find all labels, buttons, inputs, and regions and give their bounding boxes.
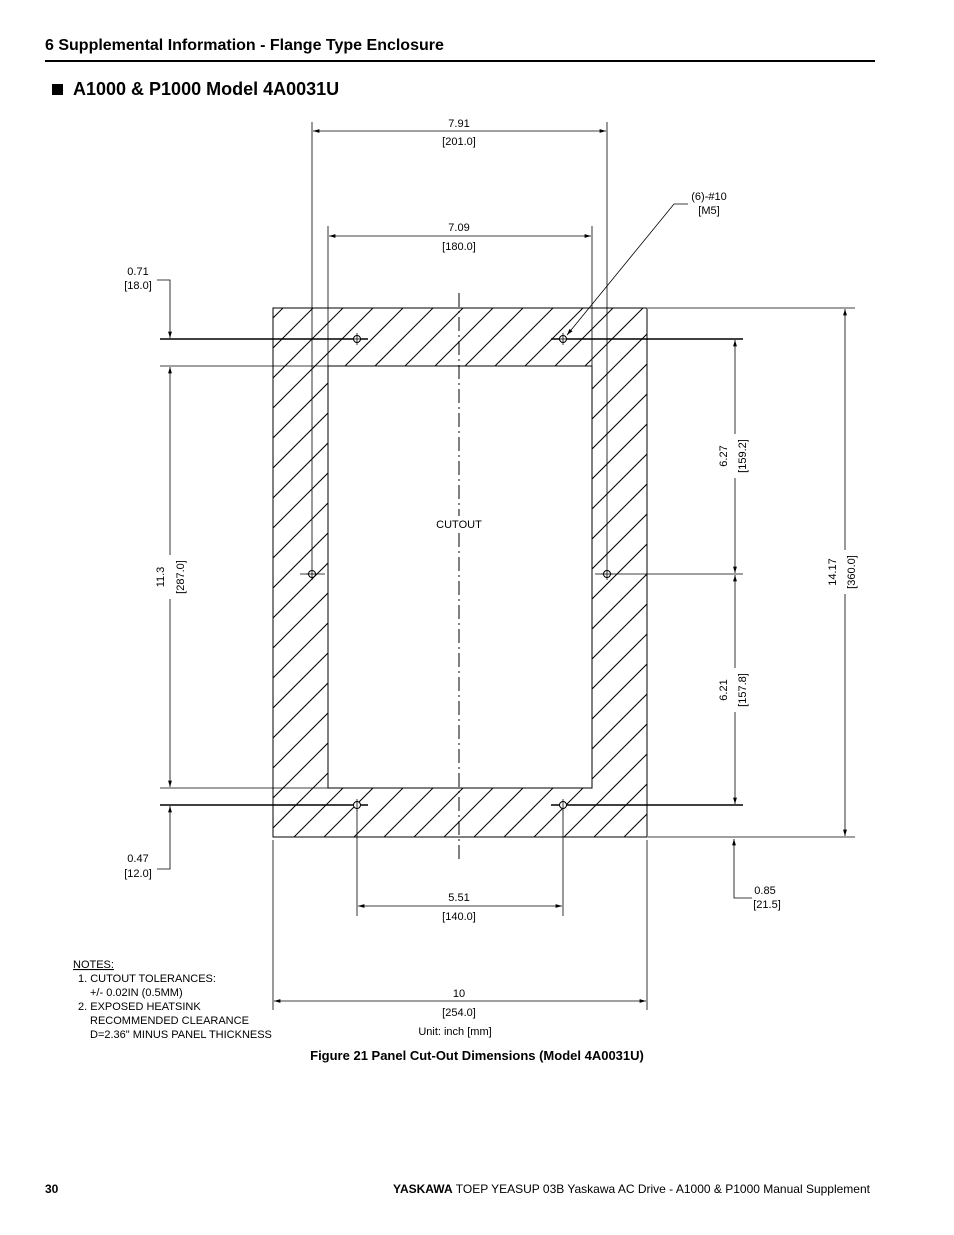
section-header: 6 Supplemental Information - Flange Type…	[45, 37, 444, 54]
screw-callout-2: [M5]	[698, 205, 719, 217]
cutout-outline	[327, 365, 593, 789]
outer-outline	[272, 307, 648, 838]
dim-left-bottom: 0.47	[127, 853, 148, 865]
notes-heading: NOTES:	[73, 959, 114, 971]
dim-right-total-mm: [360.0]	[846, 555, 858, 589]
hatch-line	[273, 308, 402, 837]
dim-top-outer-mm: [201.0]	[442, 136, 476, 148]
page-number: 30	[45, 1182, 59, 1196]
footer-brand: YASKAWA	[393, 1182, 453, 1196]
dim-right-upper: 6.27	[718, 445, 730, 466]
dim-left-top-mm: [18.0]	[124, 280, 152, 292]
hatch-line	[273, 308, 522, 837]
hatch-line	[273, 308, 492, 837]
dim-right-total: 14.17	[827, 558, 839, 586]
dim-top-inner: 7.09	[448, 222, 469, 234]
dim-top-inner-mm: [180.0]	[442, 241, 476, 253]
cutout-label: CUTOUT	[436, 519, 482, 531]
notes-block: NOTES: 1. CUTOUT TOLERANCES: +/- 0.02IN …	[73, 959, 272, 1041]
dim-right-lower-mm: [157.8]	[737, 673, 749, 707]
hatch-line	[470, 308, 647, 837]
dim-left-height: 11.3	[155, 567, 167, 588]
dim-right-upper-mm: [159.2]	[737, 439, 749, 473]
hatch-line	[560, 308, 647, 837]
hatch-line	[440, 308, 647, 837]
header-rule	[45, 60, 875, 62]
screw-callout-1: (6)-#10	[691, 191, 726, 203]
dim-bottom-total-mm: [254.0]	[442, 1007, 476, 1019]
hatch-line	[500, 308, 647, 837]
dim-bottom-holes-mm: [140.0]	[442, 911, 476, 923]
hatch-line	[273, 308, 612, 837]
model-heading-text: A1000 & P1000 Model 4A0031U	[73, 79, 340, 99]
dim-bottom-holes: 5.51	[448, 892, 469, 904]
figure-caption: Figure 21 Panel Cut-Out Dimensions (Mode…	[310, 1048, 644, 1063]
dim-left-bottom-mm: [12.0]	[124, 868, 152, 880]
hatch-line	[320, 308, 647, 837]
note-line: RECOMMENDED CLEARANCE	[90, 1015, 249, 1027]
dim-left-top: 0.71	[127, 266, 148, 278]
note-line: D=2.36" MINUS PANEL THICKNESS	[90, 1029, 272, 1041]
unit-label: Unit: inch [mm]	[418, 1026, 491, 1038]
hatch-line	[620, 308, 647, 837]
dim-top-outer: 7.91	[448, 118, 469, 130]
hatch-line	[410, 308, 647, 837]
dim-right-lower: 6.21	[718, 679, 730, 700]
note-line: 2. EXPOSED HEATSINK	[78, 1001, 201, 1013]
hatch-line	[273, 308, 462, 837]
dim-right-bottom: 0.85	[754, 885, 775, 897]
dim-left-height-mm: [287.0]	[175, 560, 187, 594]
model-heading: A1000 & P1000 Model 4A0031U	[52, 79, 339, 100]
hatch-line	[273, 308, 582, 837]
note-line: 1. CUTOUT TOLERANCES:	[78, 973, 216, 985]
footer-doc-title: YASKAWA TOEP YEASUP 03B Yaskawa AC Drive…	[393, 1182, 870, 1196]
hatch-line	[273, 308, 642, 837]
hatch-line	[380, 308, 647, 837]
footer-doc-text: TOEP YEASUP 03B Yaskawa AC Drive - A1000…	[452, 1182, 870, 1196]
hatch-line	[530, 308, 647, 837]
square-bullet-icon	[52, 84, 63, 95]
hatch-line	[273, 308, 432, 837]
hatch-line	[273, 308, 552, 837]
dim-right-bottom-mm: [21.5]	[753, 899, 781, 911]
hatch-line	[290, 308, 647, 837]
dim-bottom-total: 10	[453, 988, 465, 1000]
note-line: +/- 0.02IN (0.5MM)	[90, 987, 183, 999]
